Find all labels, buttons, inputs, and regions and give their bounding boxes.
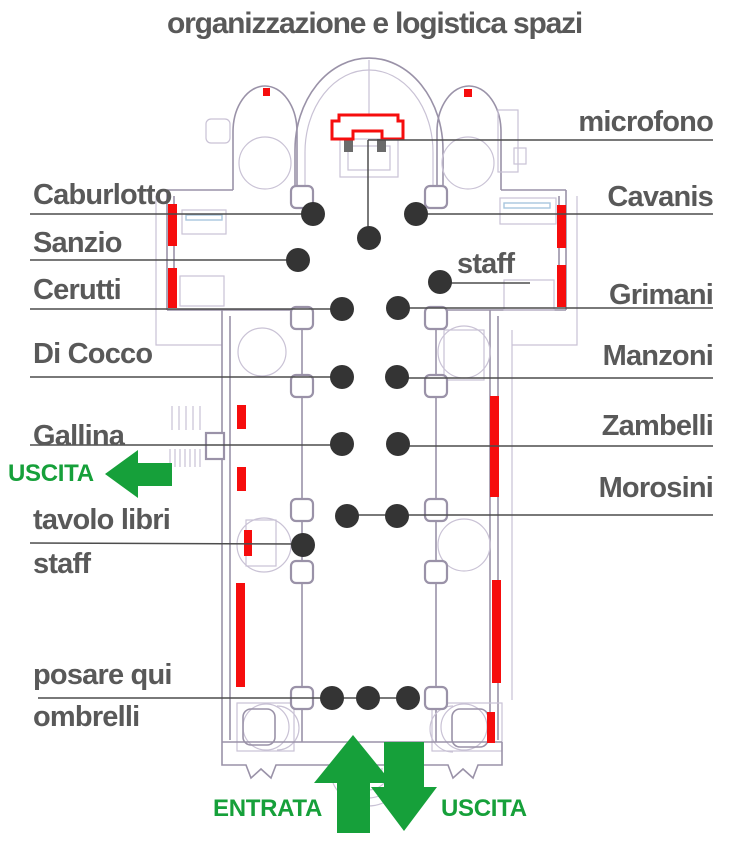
entrance-up-arrow-icon [314, 735, 392, 833]
dot-morosini-1 [335, 504, 359, 528]
label-sanzio: Sanzio [33, 227, 122, 259]
label-cerutti: Cerutti [33, 274, 122, 306]
label-grimani: Grimani [609, 279, 714, 311]
dot-ombrelli-1 [320, 686, 344, 710]
dot-cavanis [404, 202, 428, 226]
page-title: organizzazione e logistica spazi [166, 7, 583, 40]
label-cavanis: Cavanis [607, 181, 713, 213]
dot-zambelli [386, 432, 410, 456]
dot-staff [428, 270, 452, 294]
label-uscita-left: USCITA [8, 460, 94, 487]
dot-grimani [386, 296, 410, 320]
dot-tavolo-libri [291, 533, 315, 557]
exit-down-arrow-icon [371, 742, 437, 831]
label-tavolo-libri: tavolo libri [33, 504, 171, 536]
dot-gallina [330, 432, 354, 456]
dot-ombrelli-3 [396, 686, 420, 710]
label-manzoni: Manzoni [602, 340, 714, 372]
dot-manzoni [385, 365, 409, 389]
dot-ombrelli-2 [356, 686, 380, 710]
red-highlight-bars [168, 88, 566, 743]
label-uscita-bottom: USCITA [441, 795, 527, 822]
dot-cerutti [330, 297, 354, 321]
label-caburlotto: Caburlotto [33, 179, 172, 211]
dot-morosini-2 [385, 504, 409, 528]
label-gallina: Gallina [33, 420, 125, 452]
dot-caburlotto [301, 202, 325, 226]
label-microfono: microfono [578, 106, 713, 138]
seat-dots [286, 202, 452, 710]
dot-microfono [357, 226, 381, 250]
label-di-cocco: Di Cocco [33, 338, 153, 370]
leader-lines [29, 139, 713, 699]
dot-sanzio [286, 248, 310, 272]
label-posare-qui: posare qui [33, 659, 172, 691]
label-ombrelli: ombrelli [33, 701, 140, 733]
label-morosini: Morosini [598, 472, 714, 504]
label-staff-left: staff [33, 548, 91, 580]
flow-arrows [105, 450, 437, 833]
label-zambelli: Zambelli [601, 410, 714, 442]
dot-di-cocco [330, 365, 354, 389]
altar-red-outline [330, 113, 405, 141]
label-entrata: ENTRATA [213, 795, 322, 822]
exit-left-arrow-icon [105, 450, 172, 498]
label-staff-right: staff [457, 248, 515, 280]
